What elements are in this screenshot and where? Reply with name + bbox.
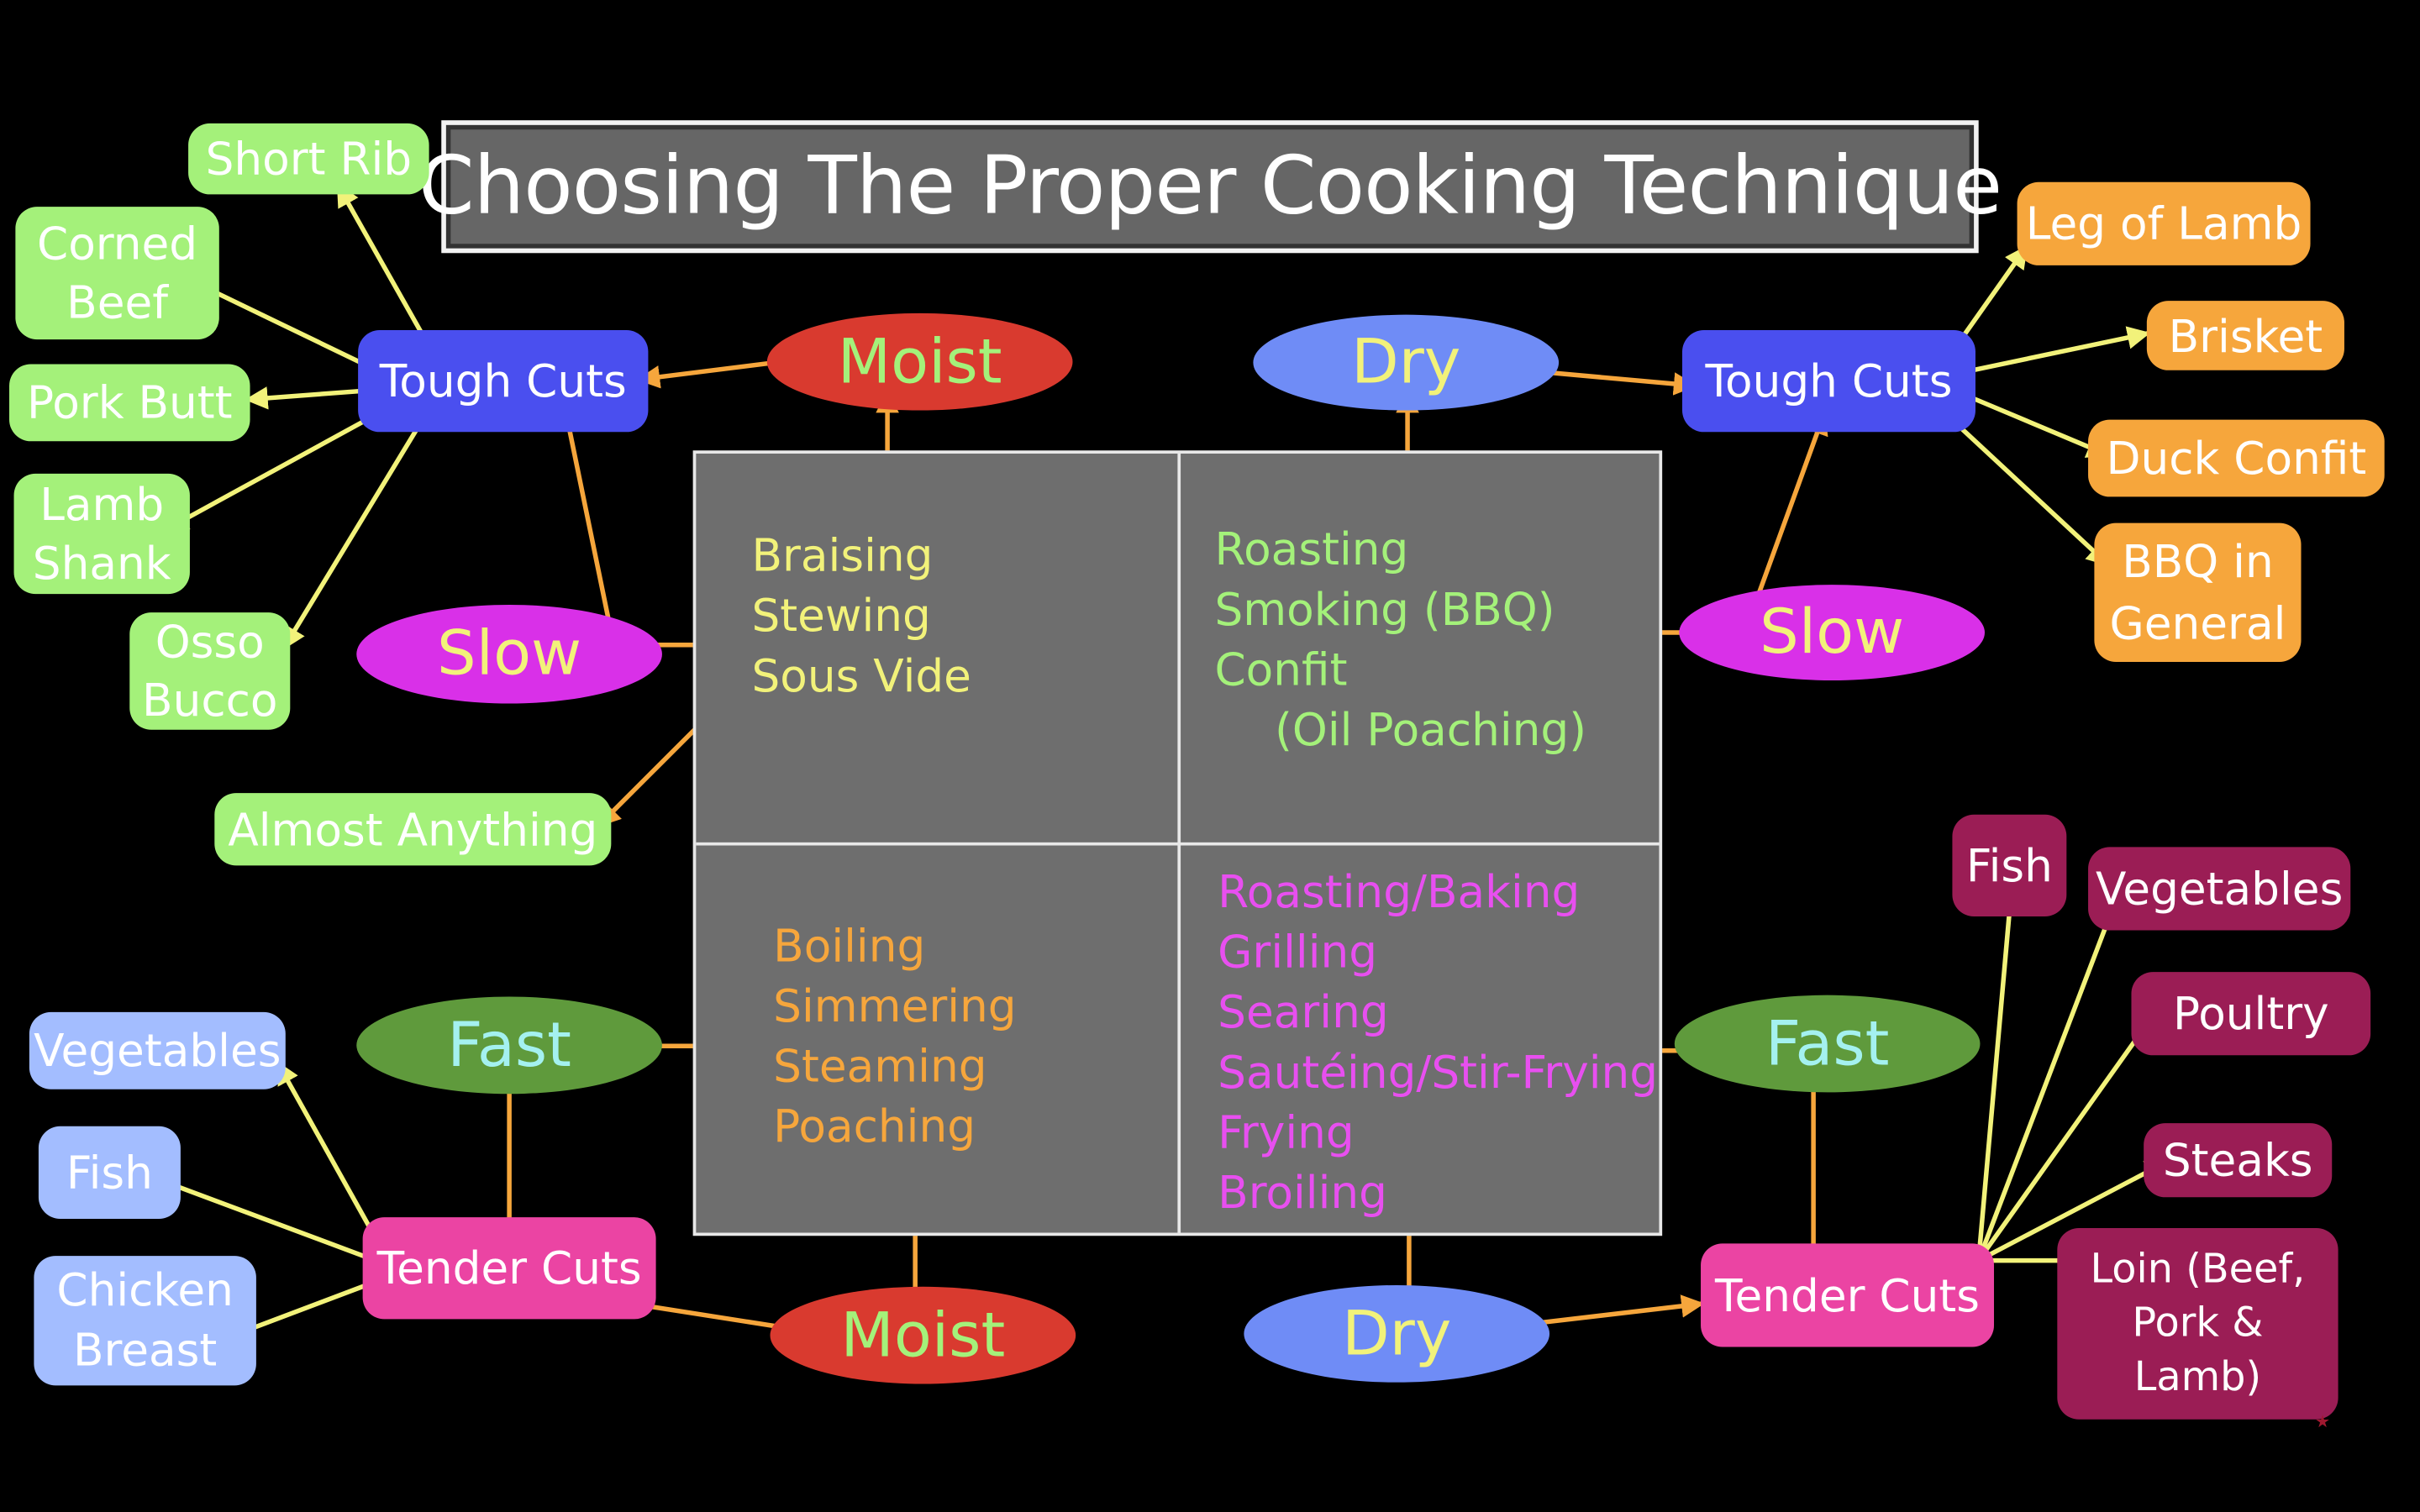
arrow-tough-to-cornedbeef xyxy=(189,278,372,370)
technique-item: Sous Vide xyxy=(751,649,971,702)
technique-item: Grilling xyxy=(1218,926,1378,979)
tough-cuts-left: Tough Cuts xyxy=(358,330,649,433)
cut-loin: Loin (Beef, Pork & Lamb) xyxy=(2057,1228,2338,1420)
technique-item: Frying xyxy=(1218,1105,1355,1159)
arrow-tough-to-lambshank xyxy=(164,411,380,532)
watermark-logo-icon: ★ xyxy=(2315,1411,2331,1432)
arrow-tender-to-vegetables-left xyxy=(276,1061,376,1236)
title-banner: Choosing The Proper Cooking Technique xyxy=(418,120,2002,254)
cut-fish-left: Fish xyxy=(38,1126,181,1219)
technique-item: Roasting xyxy=(1214,522,1409,576)
technique-item: Boiling xyxy=(773,919,926,973)
fast-left-node: Fast xyxy=(356,996,662,1095)
cut-poultry: Poultry xyxy=(2131,972,2371,1056)
quadrant-dry-fast: Roasting/Baking Grilling Searing Sautéin… xyxy=(1218,863,1658,1224)
technique-item: Poaching xyxy=(773,1100,976,1153)
cut-leg-of-lamb: Leg of Lamb xyxy=(2017,181,2311,265)
grid-horizontal-divider xyxy=(696,842,1660,846)
arrow-tender-to-vegetables-right xyxy=(1976,890,2123,1262)
moist-bottom-node: Moist xyxy=(770,1286,1076,1384)
arrow-slow-to-tough-left xyxy=(557,405,613,626)
cut-osso-bucco: Osso Bucco xyxy=(129,612,291,730)
technique-item: Braising xyxy=(751,528,934,582)
fast-right-node: Fast xyxy=(1674,995,1981,1093)
arrow-slow-to-tough-right xyxy=(1752,411,1828,606)
arrow-tough-to-ossobucco xyxy=(281,415,427,650)
quadrant-dry-slow: Roasting Smoking (BBQ) Confit (Oil Poach… xyxy=(1214,520,1586,761)
cut-fish-right: Fish xyxy=(1952,814,2067,916)
technique-item: Confit xyxy=(1214,643,1348,696)
technique-item: Stewing xyxy=(751,589,931,643)
dry-bottom-node: Dry xyxy=(1244,1284,1550,1383)
page-title: Choosing The Proper Cooking Technique xyxy=(418,140,2002,234)
technique-item: Simmering xyxy=(773,979,1017,1032)
cut-almost-anything: Almost Anything xyxy=(214,793,612,866)
technique-item: Sautéing/Stir-Frying xyxy=(1218,1046,1659,1099)
tough-cuts-right: Tough Cuts xyxy=(1682,330,1975,433)
slow-right-node: Slow xyxy=(1679,585,1985,680)
arrow-tough-to-bbq xyxy=(1955,423,2110,567)
cut-duck-confit: Duck Confit xyxy=(2088,419,2385,497)
cut-vegetables-right: Vegetables xyxy=(2088,847,2351,931)
quadrant-moist-fast: Boiling Simmering Steaming Poaching xyxy=(773,916,1016,1158)
cut-corned-beef: Corned Beef xyxy=(15,207,219,340)
technique-item: Broiling xyxy=(1218,1166,1387,1219)
moist-top-node: Moist xyxy=(766,312,1073,411)
arrow-tough-to-porkbutt xyxy=(245,386,371,410)
cut-steaks: Steaks xyxy=(2144,1123,2333,1198)
tender-cuts-left: Tender Cuts xyxy=(362,1217,656,1320)
quadrant-moist-slow: Braising Stewing Sous Vide xyxy=(751,526,971,706)
technique-item: Smoking (BBQ) xyxy=(1214,583,1555,636)
cut-bbq-in-general: BBQ in General xyxy=(2094,522,2302,662)
arrow-tender-to-fish-right xyxy=(1975,892,2021,1261)
technique-item: Searing xyxy=(1218,985,1389,1039)
arrow-tender-to-steaks xyxy=(1977,1159,2170,1263)
technique-item: Steaming xyxy=(773,1039,987,1093)
slow-left-node: Slow xyxy=(356,604,662,704)
cut-pork-butt: Pork Butt xyxy=(9,364,250,442)
technique-grid xyxy=(692,450,1663,1236)
cut-short-rib: Short Rib xyxy=(188,123,429,195)
arrow-tough-to-shortrib xyxy=(335,183,434,354)
cut-brisket: Brisket xyxy=(2146,301,2344,370)
arrow-tough-to-brisket xyxy=(1971,326,2151,373)
arrow-tender-to-fish-left xyxy=(145,1172,369,1260)
cut-chicken-breast: Chicken Breast xyxy=(34,1256,256,1386)
arrow-tough-to-duckconfit xyxy=(1971,396,2111,458)
tender-cuts-right: Tender Cuts xyxy=(1701,1243,1995,1347)
arrow-tender-to-poultry xyxy=(1976,1006,2160,1263)
cut-lamb-shank: Lamb Shank xyxy=(13,473,190,595)
technique-item: Roasting/Baking xyxy=(1218,865,1581,918)
dry-top-node: Dry xyxy=(1253,314,1560,411)
cut-vegetables-left: Vegetables xyxy=(29,1011,286,1089)
technique-item: (Oil Poaching) xyxy=(1275,703,1587,756)
